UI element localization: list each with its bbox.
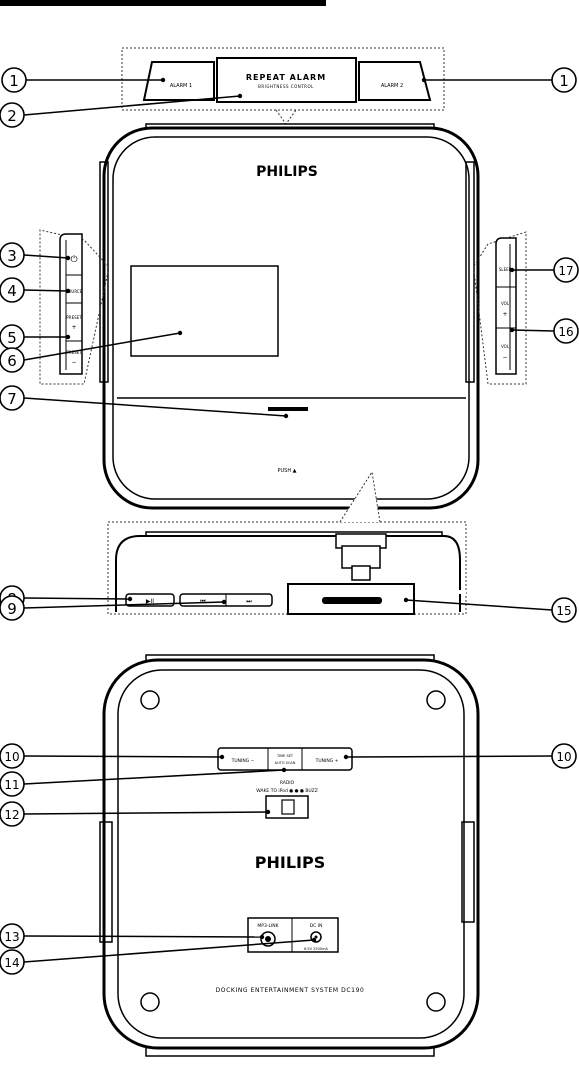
callout-15: 15 (551, 597, 577, 623)
wake-to-label: WAKE TO iPod ● ● ● BUZZ (256, 788, 318, 794)
tuning-minus-label: TUNING − (231, 758, 255, 764)
model-label: DOCKING ENTERTAINMENT SYSTEM DC190 (216, 987, 365, 994)
vol-plus-sign: + (502, 311, 507, 318)
svg-text:14: 14 (4, 956, 19, 970)
vol-minus-label: VOL (501, 344, 510, 349)
callout-11: 11 (0, 771, 25, 797)
svg-text:16: 16 (558, 325, 573, 339)
prev-label: ⏮ (200, 598, 206, 605)
preset-plus-label: PRESET (66, 315, 82, 320)
alarm1-label: ALARM 1 (170, 83, 192, 89)
callout-2: 2 (0, 102, 25, 128)
svg-text:7: 7 (7, 390, 17, 408)
svg-text:11: 11 (4, 778, 19, 792)
sleep-label: SLEEP (499, 267, 512, 272)
svg-text:17: 17 (558, 264, 573, 278)
callout-6: 6 (0, 347, 25, 373)
front-device: PHILIPS PUSH ▲ (99, 123, 480, 510)
repeat-alarm-label: REPEAT ALARM (246, 73, 326, 82)
mp3-link-label: MP3-LINK (257, 923, 279, 929)
callout-badges: 1 1 2 3 4 5 6 7 8 9 10 10 11 12 13 (0, 67, 579, 975)
leader-lines (23, 79, 555, 963)
svg-text:5: 5 (7, 329, 17, 347)
callout-7: 7 (0, 385, 25, 411)
source-label: SOURCE (66, 289, 83, 294)
callout-3: 3 (0, 242, 25, 268)
dc-in-label: DC IN (310, 923, 323, 929)
right-button-panel: SLEEP VOL + VOL − (473, 231, 527, 385)
callout-14: 14 (0, 949, 25, 975)
svg-text:4: 4 (7, 282, 17, 300)
alarm2-label: ALARM 2 (381, 83, 403, 89)
svg-text:10: 10 (4, 750, 19, 764)
svg-text:9: 9 (7, 600, 17, 618)
callout-9: 9 (0, 595, 25, 621)
svg-text:3: 3 (7, 247, 17, 265)
preset-minus-sign: − (71, 359, 76, 366)
callout-1-left: 1 (1, 67, 27, 93)
preset-minus-label: PRESET (66, 350, 82, 355)
callout-10-right: 10 (551, 743, 577, 769)
push-label: PUSH ▲ (277, 468, 296, 474)
front-slot (268, 407, 308, 411)
preset-plus-sign: + (71, 324, 76, 331)
dc-spec-label: 6.5V 2500mA (304, 947, 328, 951)
front-brand-logo: PHILIPS (256, 164, 318, 180)
callout-13: 13 (0, 923, 25, 949)
power-symbol: ⏻ (70, 254, 77, 265)
top-button-strip: ALARM 1 REPEAT ALARM BRIGHTNESS CONTROL … (121, 47, 445, 125)
vol-minus-sign: − (502, 354, 507, 361)
left-button-panel: ⏻ SOURCE PRESET + PRESET − (39, 229, 109, 385)
callout-4: 4 (0, 277, 25, 303)
display-screen (130, 265, 279, 357)
svg-text:10: 10 (556, 750, 571, 764)
svg-text:12: 12 (4, 808, 19, 822)
brightness-control-label: BRIGHTNESS CONTROL (258, 84, 314, 89)
next-label: ⏭ (246, 598, 252, 605)
callout-10-left: 10 (0, 743, 25, 769)
svg-text:1: 1 (9, 72, 19, 90)
svg-text:6: 6 (7, 352, 17, 370)
callout-1-right: 1 (551, 67, 577, 93)
leader-dots (65, 77, 515, 943)
back-device: TUNING − TIME SET AUTO SCAN TUNING + RAD… (99, 654, 480, 1057)
back-brand-logo: PHILIPS (255, 853, 325, 872)
callout-5: 5 (0, 324, 25, 350)
play-pause-label: ▶II (146, 598, 154, 605)
tuning-plus-label: TUNING + (315, 758, 339, 764)
callout-12: 12 (0, 801, 25, 827)
heading-rule (0, 0, 326, 6)
callout-16: 16 (553, 318, 579, 344)
dock-detail: ▶II ⏮ ⏭ (107, 470, 467, 615)
auto-scan-label: AUTO SCAN (275, 761, 296, 765)
svg-text:1: 1 (559, 72, 569, 90)
svg-text:13: 13 (4, 930, 19, 944)
callout-17: 17 (553, 257, 579, 283)
vol-plus-label: VOL (501, 301, 510, 306)
time-set-label: TIME SET (276, 754, 294, 758)
radio-label: RADIO (280, 780, 295, 786)
svg-text:15: 15 (556, 604, 571, 618)
svg-text:2: 2 (7, 107, 17, 125)
